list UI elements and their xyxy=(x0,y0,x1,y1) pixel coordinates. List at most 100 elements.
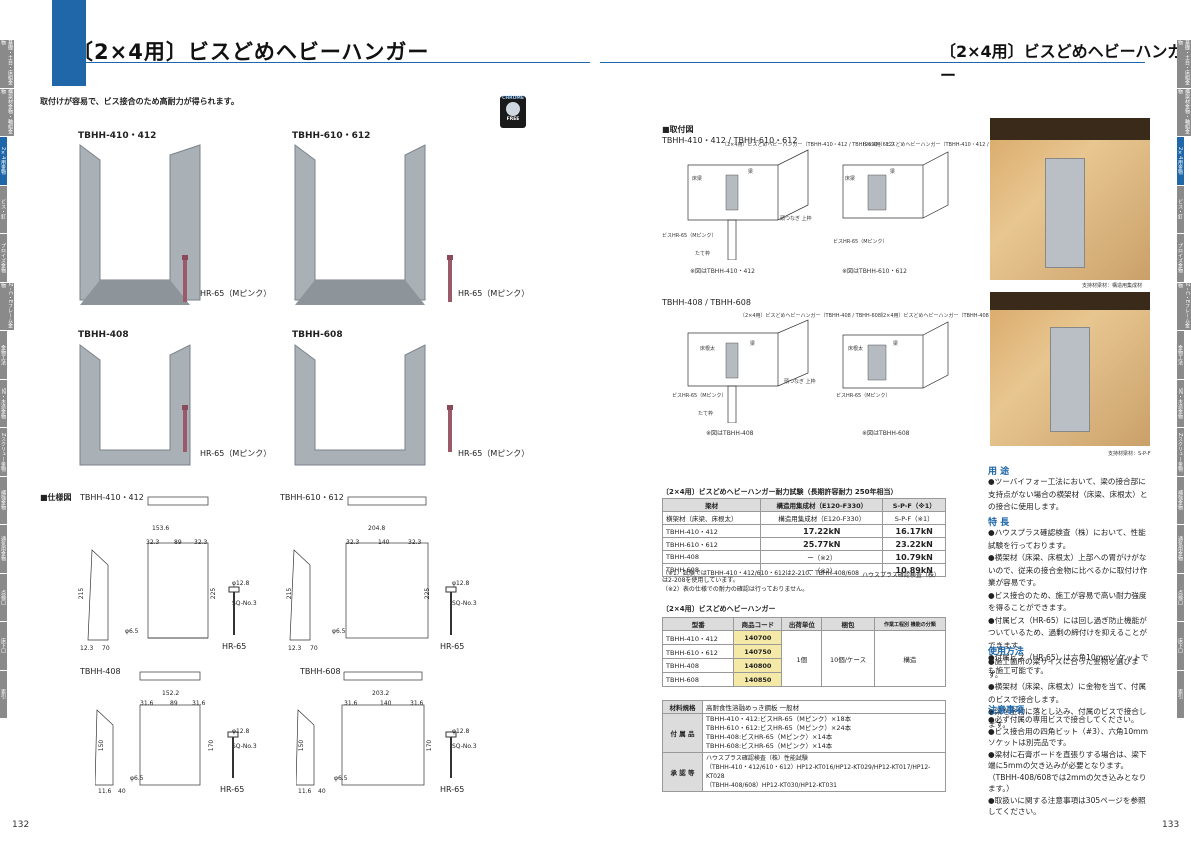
photo-glulam-beam xyxy=(990,118,1150,280)
dim-a-width: 153.6 xyxy=(152,525,170,532)
index-tab[interactable]: 2×4用金物 xyxy=(1177,137,1184,186)
index-tab[interactable]: 点検口 xyxy=(1177,573,1184,622)
screw-drawing-2 xyxy=(445,586,457,635)
index-tab[interactable]: 床下口 xyxy=(0,622,7,671)
strength-row-b: 10.89kN xyxy=(882,563,946,577)
pt-code: 140800 xyxy=(733,658,783,673)
index-tab[interactable]: 索引 xyxy=(0,670,7,719)
dim-b-screw: HR-65 xyxy=(440,642,465,651)
dim-a-sq: SQ-No.3 xyxy=(232,600,257,607)
strength-title: 〔2×4用〕ビスどめヘビーハンガー耐力試験（長期許容耐力 250年相当） xyxy=(662,488,898,496)
index-tab[interactable]: 2×4用金物 xyxy=(0,137,7,186)
dim-c-part-3: 31.6 xyxy=(192,700,206,707)
title-rule-right xyxy=(600,62,1145,63)
strength-tester: ハウスプラス確認検査（株） xyxy=(862,572,940,579)
index-tab[interactable]: ビス・釘 xyxy=(0,185,7,234)
index-tab[interactable]: 横架材金物・軸組金物 xyxy=(1177,88,1191,137)
pt-class: 構造 xyxy=(873,630,947,687)
index-tab[interactable]: 索引 xyxy=(1177,670,1184,719)
index-tab[interactable]: 横架材金物・軸組金物 xyxy=(0,88,14,137)
screw-drawing-3 xyxy=(227,731,239,778)
pt-head-code: 商品コード xyxy=(733,617,783,631)
dim-b-part-3: 32.3 xyxy=(408,539,422,546)
index-tab[interactable]: ビス・釘 xyxy=(1177,185,1184,234)
index-tab[interactable]: 金物工法 xyxy=(0,331,7,380)
spec-part-item: TBHH-408:ビスHR-65（Mピンク）×14本 xyxy=(706,733,833,741)
photo-caption-2: 支持材梁材：S-P-F xyxy=(1108,451,1151,457)
dim-c-h170: 170 xyxy=(208,739,216,752)
install-stud-1: たて枠 xyxy=(695,251,711,257)
strength-note-1: （※1）試験ではTBHH-410・412/610・612は2-210、TBHH-… xyxy=(662,570,859,584)
install-upper-3: 頭つなぎ 上枠 xyxy=(784,379,816,385)
dim-b-part-1: 32.3 xyxy=(346,539,360,546)
dim-b-phi65: φ6.5 xyxy=(332,628,346,635)
install-heading: ■取付図 xyxy=(662,125,694,134)
strength-note-2: （※2）表の仕様での耐力の確認は行っておりません。 xyxy=(662,586,809,593)
pt-head-pack: 梱包 xyxy=(821,617,875,631)
caution-item: ●ビス接合用の四角ビット（#3）、六角10mmソケットは別売品です。 xyxy=(988,726,1148,748)
index-tab[interactable]: プロイズ金物 xyxy=(0,234,7,283)
index-tab[interactable]: 通気用金物 xyxy=(1177,525,1184,574)
index-tab[interactable]: プロイズ金物 xyxy=(1177,234,1184,283)
screw-image-3 xyxy=(182,405,188,452)
strength-subhead: 横架材（床梁、床根太） xyxy=(661,511,762,525)
index-tab[interactable]: Zスクリュー金物 xyxy=(1177,428,1184,477)
strength-subhead-3: S-P-F（※1） xyxy=(882,511,946,525)
index-tab[interactable]: Z・C・Eフレーム金物 xyxy=(1177,282,1191,331)
caution-item: ●梁材に石膏ボードを直張りする場合は、梁下端に5mmの欠き込みが必要となります。… xyxy=(988,749,1147,794)
dim-c-phi128: φ12.8 xyxy=(232,728,250,735)
install-note-1: ※図はTBHH-410・412 xyxy=(690,268,755,275)
index-tab[interactable]: Zスクリュー金物 xyxy=(0,428,7,477)
dim-d-screw: HR-65 xyxy=(440,785,465,794)
dim-a-h225: 225 xyxy=(210,587,218,600)
howto-item: ●横架材（床梁、床根太）に金物を当て、付属のビスで接合します。 xyxy=(988,682,1147,704)
spec-drawing-label-3: TBHH-408 xyxy=(80,667,121,676)
spec-approval-item: （TBHH-408/608）HP12-KT030/HP12-KT031 xyxy=(706,782,837,789)
index-tab[interactable]: 補強金物 xyxy=(0,476,7,525)
index-tab[interactable]: 基礎・土台・床組金物 xyxy=(0,40,14,89)
index-tab[interactable]: 通気用金物 xyxy=(0,525,7,574)
strength-head-2: 構造用集成材（E120-F330） xyxy=(760,498,884,512)
product-label-4: TBHH-608 xyxy=(292,330,343,340)
page-title-right: 〔2×4用〕ビスどめヘビーハンガー xyxy=(940,42,1184,85)
screw-drawing-4 xyxy=(445,731,457,778)
index-tab[interactable]: 金物工法 xyxy=(1177,331,1184,380)
install-note-2: ※図はTBHH-610・612 xyxy=(842,268,907,275)
pt-model: TBHH-608 xyxy=(661,672,735,687)
dim-b-sq: SQ-No.3 xyxy=(452,600,477,607)
howto-list: ●施工箇所の梁サイズに合った金物を選びます。 ●横架材（床梁、床根太）に金物を当… xyxy=(988,656,1152,731)
install-screw-4: ビスHR-65（Mピンク） xyxy=(836,393,891,399)
dim-c-width: 152.2 xyxy=(162,690,180,697)
dim-d-part-3: 31.6 xyxy=(410,700,424,707)
dim-a-part-2: 89 xyxy=(174,539,182,546)
strength-row-b: 10.79kN xyxy=(882,550,946,564)
howto-item: ●施工箇所の梁サイズに合った金物を選びます。 xyxy=(988,657,1139,679)
index-tab[interactable]: Z・C・Eフレーム金物 xyxy=(0,282,14,331)
index-tab[interactable]: 基礎・土台・床組金物 xyxy=(1177,40,1191,89)
strength-row-name: TBHH-610・612 xyxy=(661,537,762,551)
spec-drawing-label-1: TBHH-410・412 xyxy=(80,493,144,502)
pt-code: 140850 xyxy=(733,672,783,687)
spec-drawing-label-4: TBHH-608 xyxy=(300,667,341,676)
strength-row-a: 25.77kN xyxy=(760,537,884,551)
index-tab[interactable]: 床下口 xyxy=(1177,622,1184,671)
strength-table: 梁材構造用集成材（E120-F330）S-P-F（※1） 横架材（床梁、床根太）… xyxy=(661,498,946,577)
dim-c-h150: 150 xyxy=(98,739,106,752)
pt-unit: 1個 xyxy=(781,630,823,687)
title-rule-left xyxy=(52,62,590,63)
index-tab[interactable]: SE・木造金物 xyxy=(1177,379,1184,428)
hanger-image-410 xyxy=(79,144,201,305)
screw-label-2: HR-65（Mピンク） xyxy=(458,289,530,298)
product-label-1: TBHH-410・412 xyxy=(78,131,157,141)
index-tab[interactable]: 点検口 xyxy=(0,573,7,622)
index-tab[interactable]: 補強金物 xyxy=(1177,476,1184,525)
index-tab[interactable]: SE・木造金物 xyxy=(0,379,7,428)
install-screw-1: ビスHR-65（Mピンク） xyxy=(662,233,717,239)
dim-d-b40: 40 xyxy=(318,788,326,795)
pt-code: 140750 xyxy=(733,644,783,659)
hanger-image-610 xyxy=(294,144,426,305)
install-figure-4 xyxy=(842,321,949,389)
product-table-title: 〔2×4用〕ビスどめヘビーハンガー xyxy=(662,605,776,613)
feature-item: ●ハウスプラス確認検査（株）において、性能試験を行っております。 xyxy=(988,528,1146,550)
